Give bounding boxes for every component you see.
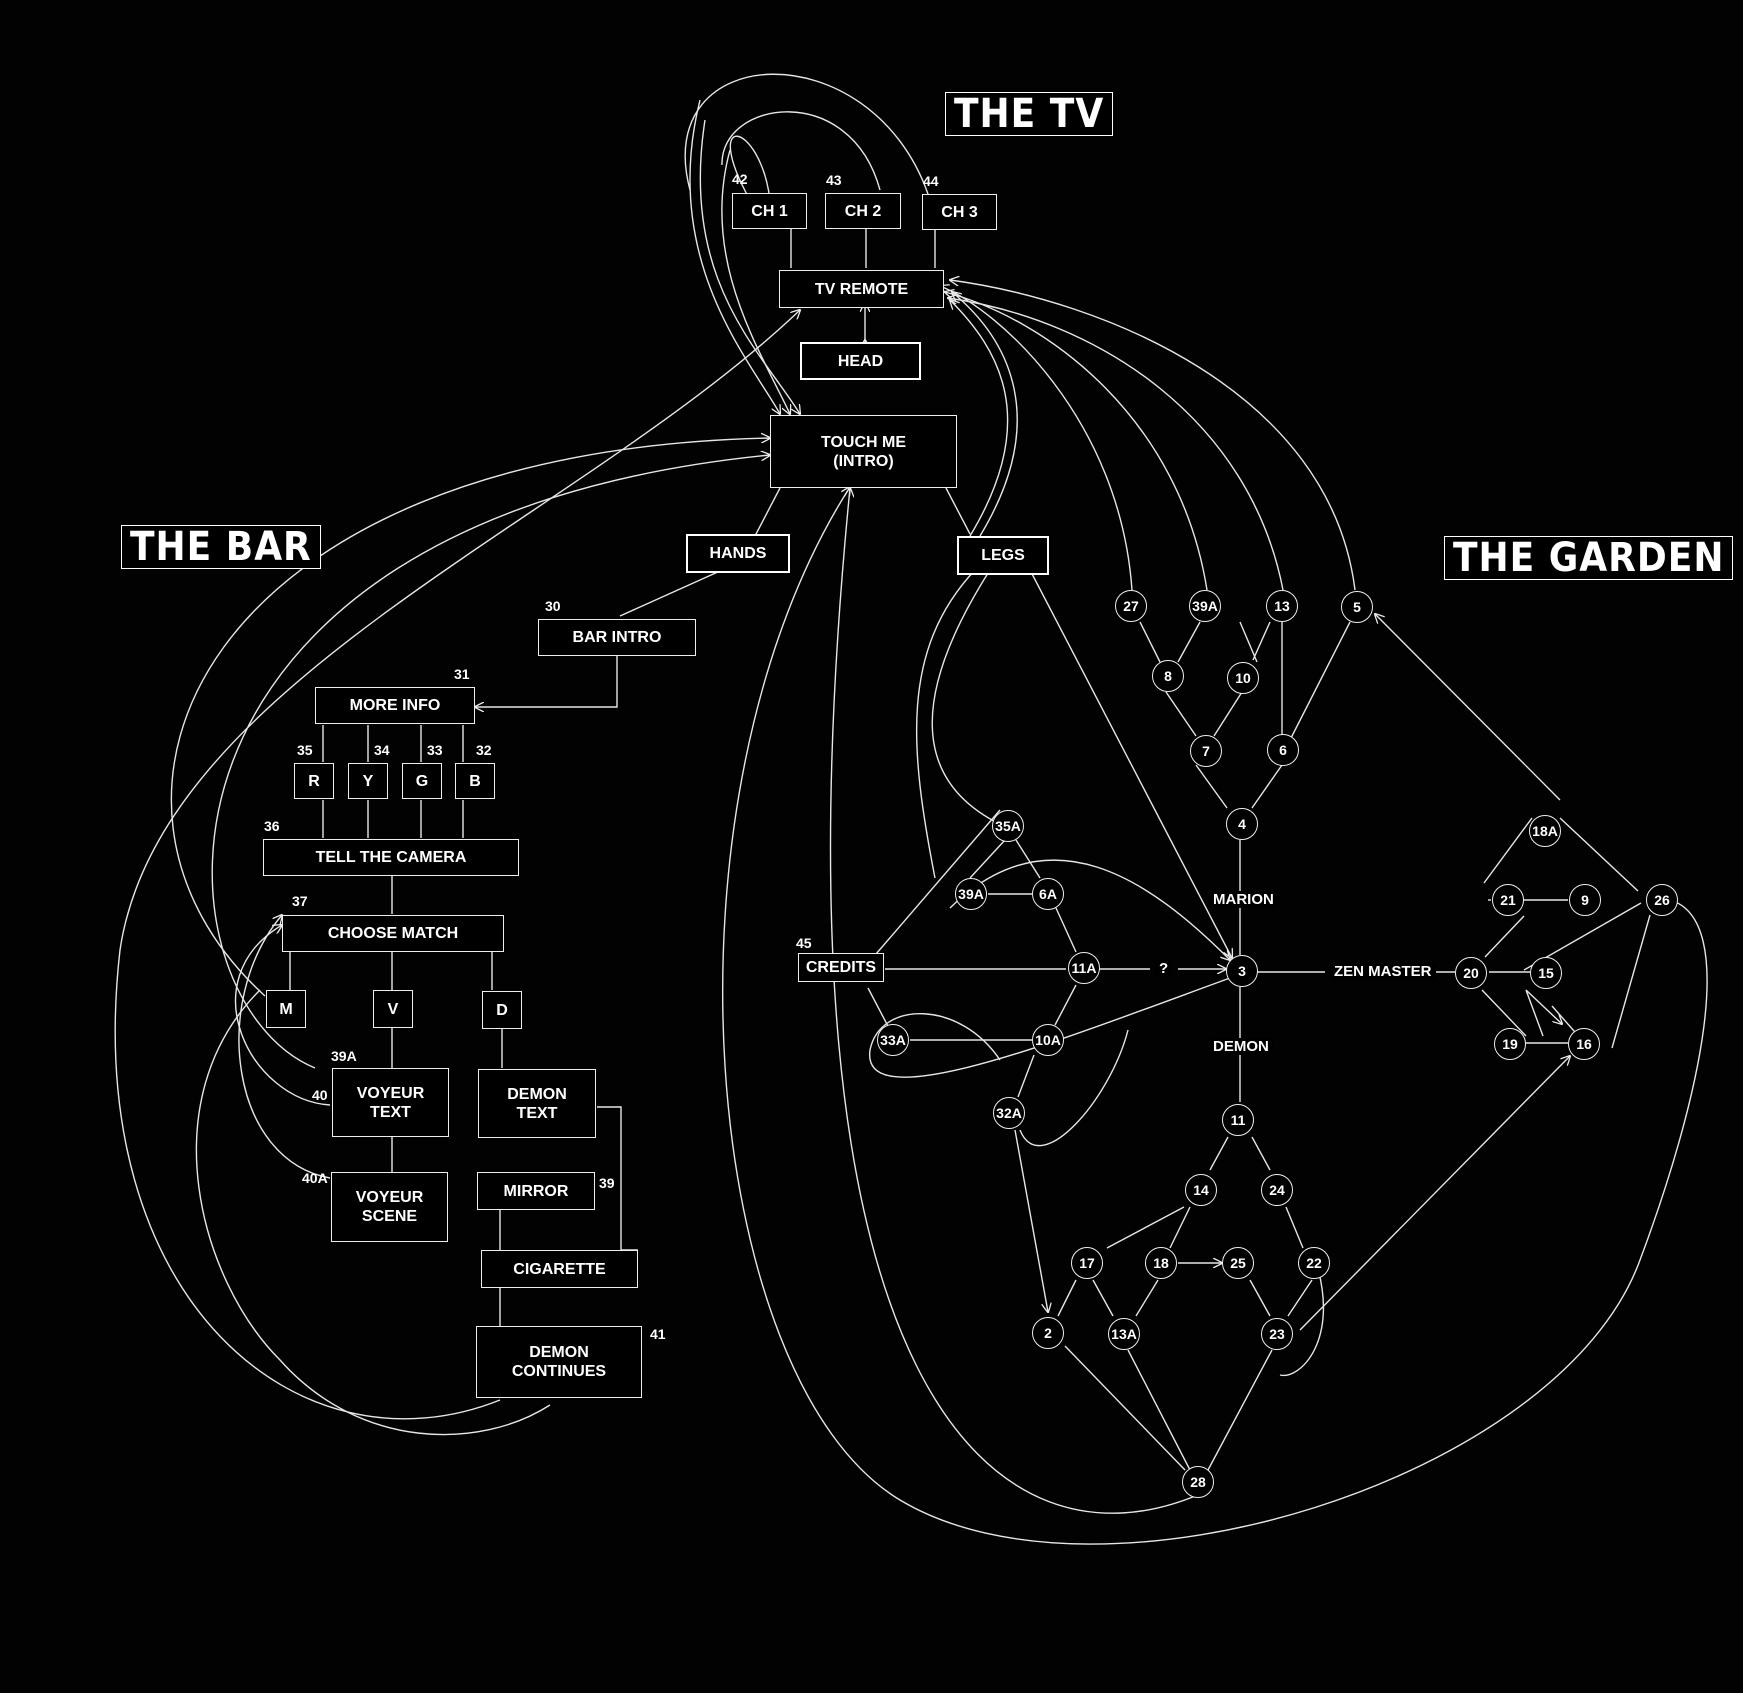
node-39a-left[interactable]: 39A [955,878,987,910]
num-voyeur-text-a: 39A [331,1048,357,1064]
node-17[interactable]: 17 [1071,1247,1103,1279]
num-choose-match: 37 [292,893,308,909]
num-b: 32 [476,742,492,758]
node-25[interactable]: 25 [1222,1247,1254,1279]
num-more-info: 31 [454,666,470,682]
num-tell-camera: 36 [264,818,280,834]
num-r: 35 [297,742,313,758]
node-11[interactable]: 11 [1222,1104,1254,1136]
node-32a[interactable]: 32A [993,1097,1025,1129]
node-2[interactable]: 2 [1032,1317,1064,1349]
more-info-box[interactable]: MORE INFO [315,687,475,724]
cigarette-box[interactable]: CIGARETTE [481,1250,638,1288]
num-g: 33 [427,742,443,758]
tv-remote-box[interactable]: TV REMOTE [779,270,944,308]
num-mirror: 39 [599,1175,615,1191]
num-ch2: 43 [826,172,842,188]
credits-box[interactable]: CREDITS [798,953,884,982]
num-y: 34 [374,742,390,758]
mirror-box[interactable]: MIRROR [477,1172,595,1210]
choose-match-box[interactable]: CHOOSE MATCH [282,915,504,952]
section-title-tv: THE TV [945,92,1114,136]
node-39a-top[interactable]: 39A [1189,590,1221,622]
node-3[interactable]: 3 [1226,955,1258,987]
ch2-box[interactable]: CH 2 [825,193,901,229]
b-box[interactable]: B [455,763,495,799]
tell-the-camera-box[interactable]: TELL THE CAMERA [263,839,519,876]
node-13a[interactable]: 13A [1108,1318,1140,1350]
node-26[interactable]: 26 [1646,884,1678,916]
node-6a[interactable]: 6A [1032,878,1064,910]
d-box[interactable]: D [482,991,522,1029]
node-23[interactable]: 23 [1261,1318,1293,1350]
y-box[interactable]: Y [348,763,388,799]
num-demon-continues: 41 [650,1326,666,1342]
node-15[interactable]: 15 [1530,957,1562,989]
label-marion: MARION [1209,891,1278,908]
node-4[interactable]: 4 [1226,808,1258,840]
node-18a[interactable]: 18A [1529,815,1561,847]
node-10a[interactable]: 10A [1032,1024,1064,1056]
voyeur-text-box[interactable]: VOYEUR TEXT [332,1068,449,1137]
label-demon: DEMON [1209,1038,1273,1055]
node-28[interactable]: 28 [1182,1466,1214,1498]
node-13[interactable]: 13 [1266,590,1298,622]
r-box[interactable]: R [294,763,334,799]
ch1-box[interactable]: CH 1 [732,193,807,229]
section-title-bar: THE BAR [121,525,321,569]
head-box[interactable]: HEAD [800,342,921,380]
node-5[interactable]: 5 [1341,591,1373,623]
node-35a[interactable]: 35A [992,810,1024,842]
node-6[interactable]: 6 [1267,734,1299,766]
touch-me-intro-box[interactable]: TOUCH ME (INTRO) [770,415,957,488]
label-zen-master: ZEN MASTER [1330,963,1436,980]
v-box[interactable]: V [373,990,413,1028]
legs-box[interactable]: LEGS [957,536,1049,575]
num-voyeur-scene: 40A [302,1170,328,1186]
num-ch3: 44 [923,173,939,189]
demon-continues-box[interactable]: DEMON CONTINUES [476,1326,642,1398]
num-ch1: 42 [732,171,748,187]
hands-box[interactable]: HANDS [686,534,790,573]
node-22[interactable]: 22 [1298,1247,1330,1279]
node-16[interactable]: 16 [1568,1028,1600,1060]
demon-text-box[interactable]: DEMON TEXT [478,1069,596,1138]
num-credits: 45 [796,935,812,951]
node-9[interactable]: 9 [1569,884,1601,916]
node-14[interactable]: 14 [1185,1174,1217,1206]
num-voyeur-text-b: 40 [312,1087,328,1103]
node-21[interactable]: 21 [1492,884,1524,916]
label-question: ? [1155,960,1173,977]
ch3-box[interactable]: CH 3 [922,194,997,230]
section-title-garden: THE GARDEN [1444,536,1734,580]
bar-intro-box[interactable]: BAR INTRO [538,619,696,656]
node-19[interactable]: 19 [1494,1028,1526,1060]
node-20[interactable]: 20 [1455,957,1487,989]
node-33a[interactable]: 33A [877,1024,909,1056]
node-24[interactable]: 24 [1261,1174,1293,1206]
node-7[interactable]: 7 [1190,735,1222,767]
node-11a[interactable]: 11A [1068,952,1100,984]
num-bar-intro: 30 [545,598,561,614]
voyeur-scene-box[interactable]: VOYEUR SCENE [331,1172,448,1242]
node-27[interactable]: 27 [1115,590,1147,622]
node-10[interactable]: 10 [1227,662,1259,694]
m-box[interactable]: M [266,990,306,1028]
g-box[interactable]: G [402,763,442,799]
node-8[interactable]: 8 [1152,660,1184,692]
node-18[interactable]: 18 [1145,1247,1177,1279]
